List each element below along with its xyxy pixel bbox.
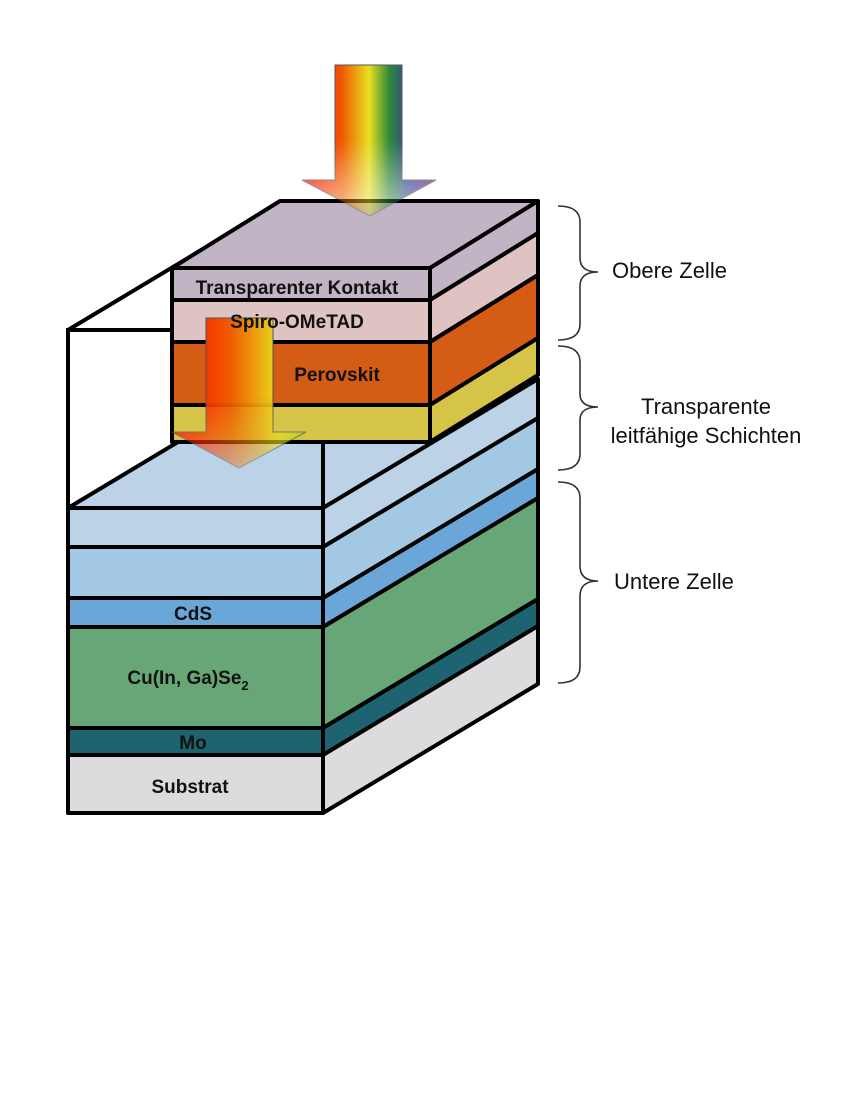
annotation-lower-cell: Untere Zelle [614, 569, 734, 594]
lower-layer-front-5 [66, 753, 325, 815]
layer-label-perovskit: Perovskit [294, 365, 380, 386]
transmitted-light-arrow-icon [171, 317, 307, 469]
layer-label-substrat: Substrat [151, 777, 229, 798]
layer-label-transparent-contact: Transparenter Kontakt [196, 278, 399, 299]
annotation-tco-line1: Transparente [641, 394, 771, 419]
brace-icon-middle [557, 345, 599, 471]
annotation-upper-cell: Obere Zelle [612, 258, 727, 283]
lower-cell-stack [66, 377, 540, 815]
layer-label-spiro: Spiro-OMeTAD [230, 312, 364, 333]
brace-icon-bottom [557, 481, 599, 684]
lower-layer-front-0 [66, 506, 325, 549]
brace-icons [557, 205, 599, 684]
layer-label-mo: Mo [179, 733, 206, 754]
layer-label-cds: CdS [174, 604, 212, 625]
layer-label-cigs: Cu(In, Ga)Se2 [127, 668, 248, 693]
annotation-tco-line2: leitfähige Schichten [611, 423, 802, 448]
sunlight-arrow-icon [301, 64, 437, 217]
lower-layer-front-1 [66, 545, 325, 600]
brace-icon-top [557, 205, 599, 341]
